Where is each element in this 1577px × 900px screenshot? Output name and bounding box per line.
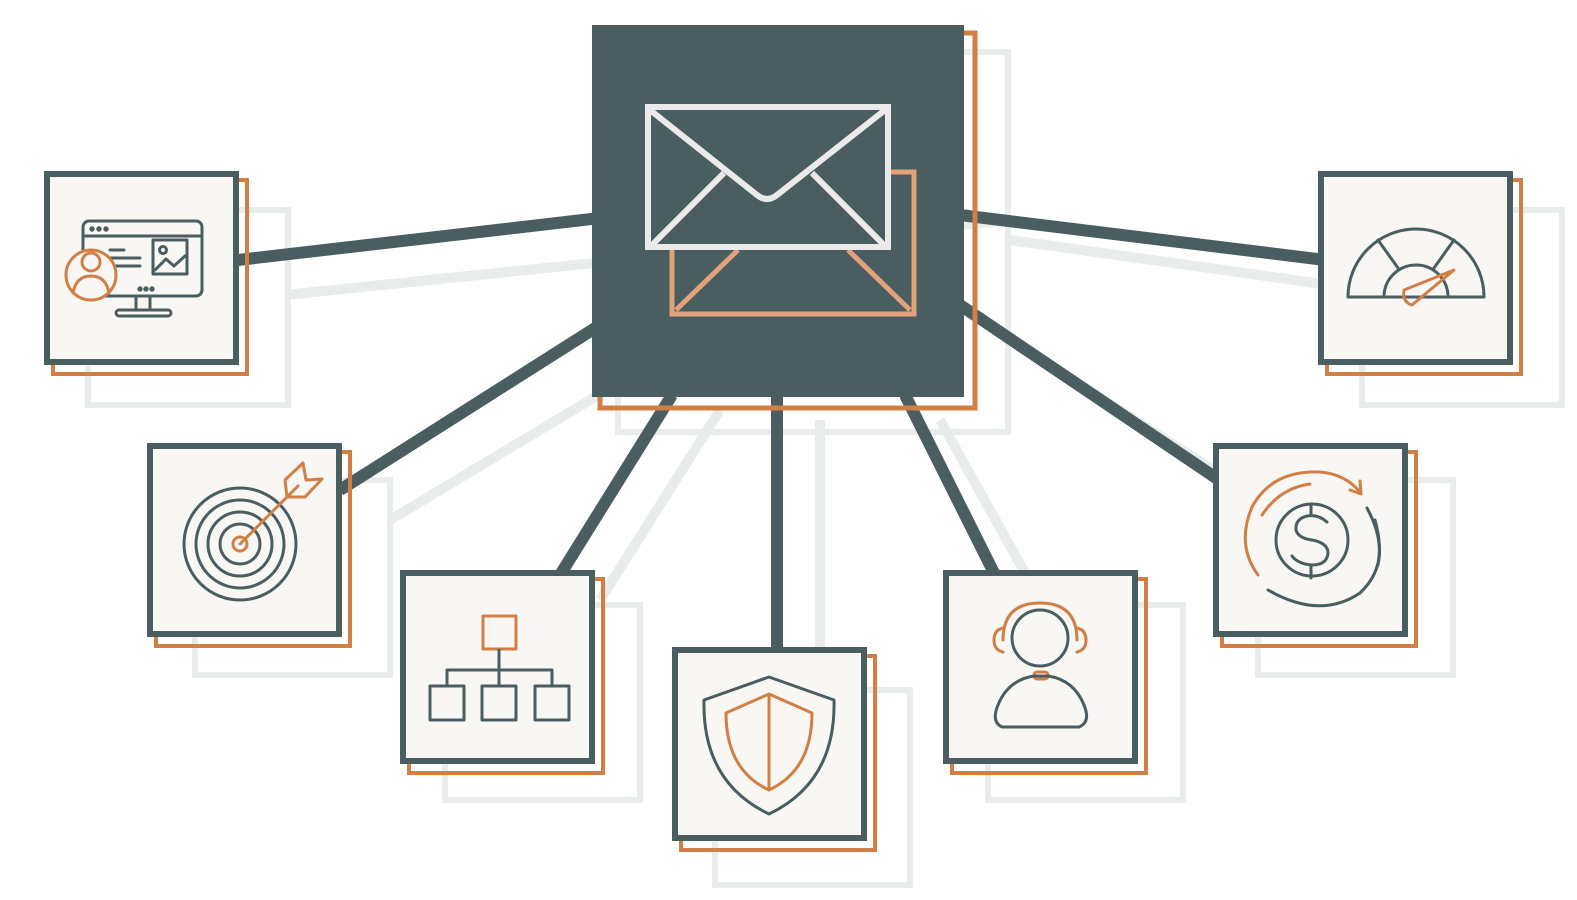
user-monitor-icon [64,219,204,318]
node-security [672,647,877,852]
dollar-cycle-icon [1243,470,1381,608]
connector-segmentation [554,391,678,579]
envelope-icon [645,104,917,317]
node-support [943,570,1148,775]
connector-targeting [336,319,604,496]
connector-lines [237,209,1326,652]
node-revenue [1213,443,1418,648]
connector-revenue [956,300,1226,487]
center-hub [592,25,978,411]
node-targeting [147,443,352,648]
node-segmentation [400,570,605,775]
connector-personalization [237,212,601,266]
speedometer-icon [1346,227,1486,307]
shield-icon [702,675,836,816]
node-performance [1318,171,1523,376]
org-chart-icon [428,614,571,722]
target-arrow-icon [182,461,324,602]
connector-support [899,392,1001,578]
headset-agent-icon [992,601,1089,729]
connector-performance [959,209,1326,266]
node-personalization [44,171,249,376]
